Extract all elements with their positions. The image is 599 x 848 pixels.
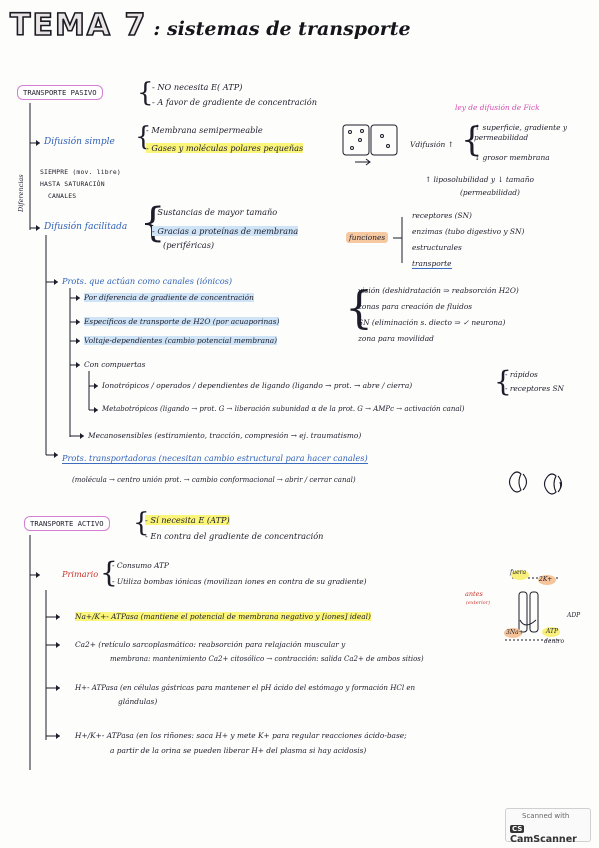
fick-title: ley de difusión de Fick [455,103,540,112]
pump-label-adp: ADP [567,612,581,619]
primario-point-1: - Consumo ATP [112,561,169,570]
fick-item-2: ↓ grosor membrana [474,153,550,162]
fick-bottom-1: ↑ liposolubilidad y ↓ tamaño [425,175,534,184]
difusion-diagram [342,124,398,166]
facilitada-brace: { [140,200,166,246]
canal-item-3: Voltaje-dependientes (cambio potencial m… [84,336,278,345]
watermark-line1: Scanned with [522,812,570,820]
pump-label-atp: ATP [546,628,559,635]
pasivo-brace: { [137,78,154,108]
difusion-simple-point-1: - Membrana semipermeable [146,125,263,135]
fick-brace: { [461,120,483,160]
facilitada-point-1: - Sustancias de mayor tamaño [152,207,278,217]
compuerta-metabo: Metabotrópicos (ligando → prot. G → libe… [102,405,465,413]
acua-item-4: zona para movilidad [358,334,434,343]
canal-item-4: Con compuertas [84,360,146,369]
funcion-3: estructurales [412,243,462,252]
acua-item-1: visión (deshidratación ⇒ reabsorción H2O… [358,286,519,295]
acua-brace: { [345,283,373,334]
title-sub: : sistemas de transporte [153,18,411,40]
acua-item-3: SN (eliminación s. diecto ⇒ ✓ neurona) [358,318,506,327]
bomba-hk-2: a partir de la orina se pueden liberar H… [110,746,367,755]
canales-label: Prots. que actúan como canales (iónicos) [62,276,233,286]
facilitada-point-2: - Gracias a proteínas de membrana [152,226,299,236]
funcion-2: enzimas (tubo digestivo y SN) [412,227,525,236]
bomba-ca-2: membrana: mantenimiento Ca2+ citosólico … [110,655,424,663]
bomba-hk-1: H+/K+- ATPasa (en los riñones: saca H+ y… [75,731,407,740]
compuerta-iono: Ionotrópicos / operados / dependientes d… [102,381,413,390]
pasivo-point-1: - NO necesita E( ATP) [152,82,243,92]
transportadoras-label: Prots. transportadoras (necesitan cambio… [62,453,368,464]
funcion-1: receptores (SN) [412,211,472,220]
bomba-h-1: H+- ATPasa (en células gástricas para ma… [75,683,416,692]
activo-box: TRANSPORTE ACTIVO [24,516,110,531]
page-title: TEMA 7: sistemas de transporte [9,7,411,44]
difusion-simple-point-2: - Gases y moléculas polares pequeñas [146,143,304,153]
acua-item-2: zonas para creación de fluidos [358,302,473,311]
pasivo-point-2: - A favor de gradiente de concentración [152,97,317,107]
canal-item-2: Específicos de transporte de H2O (por ac… [84,317,280,326]
pump-label-na: 3Na+ [506,629,524,636]
primario-brace: { [100,556,118,589]
bomba-h-2: glándulas) [118,697,158,706]
funcion-4: transporte [412,259,452,269]
mecano-item: Mecanosensibles (estiramiento, tracción,… [88,431,362,440]
difusion-facilitada-label: Difusión facilitada [44,222,128,232]
iono-brace: { [494,365,512,398]
camscanner-watermark: Scanned with CSCamScanner [505,808,591,845]
primario-point-2: - Utiliza bombas iónicas (movilizan ione… [112,577,367,586]
activo-point-1: - Sí necesita E (ATP) [145,515,230,525]
pump-label-dentro: dentro [544,638,565,645]
camscanner-logo-icon: CS [510,825,525,833]
side-item-3: CANALES [48,192,77,200]
activo-point-2: - En contra del gradiente de concentraci… [145,531,324,541]
bomba-na-k: Na+/K+- ATPasa (mantiene el potencial de… [75,612,371,621]
transporter-sketch [508,471,563,495]
side-item-1: SIEMPRE (mov. libre) [40,168,121,176]
difusion-simple-label: Difusión simple [44,137,115,147]
pump-label-fuera: fuera [510,569,527,576]
funciones-label: funciones [346,232,389,243]
iono-note-2: - receptores SN [505,384,564,393]
bomba-ca-1: Ca2+ (retículo sarcoplasmático: reabsorc… [75,640,346,649]
watermark-line2: CSCamScanner [510,825,577,845]
pasivo-box: TRANSPORTE PASIVO [17,85,103,100]
facilitada-point-3: (periféricas) [163,240,215,250]
side-item-2: HASTA SATURACIÓN [40,180,105,188]
side-label-diferencias: Diferencias [17,174,25,212]
title-main: TEMA 7 [9,7,148,44]
pump-label-ext: (exterior) [466,600,491,606]
fick-item-1: ↑ superficie, gradiente y permeabilidad [474,123,568,142]
iono-note-1: - rápidos [505,370,538,379]
canal-item-1: Por diferencia de gradiente de concentra… [84,293,254,302]
primario-label: Primario [62,569,99,579]
pump-label-k: 2K+ [539,576,553,583]
fick-bottom-2: (permeabilidad) [460,188,520,197]
transportadoras-detail: (molécula → centro unión prot. → cambio … [72,476,356,484]
vdif-label: Vdifusión ↑ [410,140,454,149]
pump-label-antes: antes [465,590,483,598]
